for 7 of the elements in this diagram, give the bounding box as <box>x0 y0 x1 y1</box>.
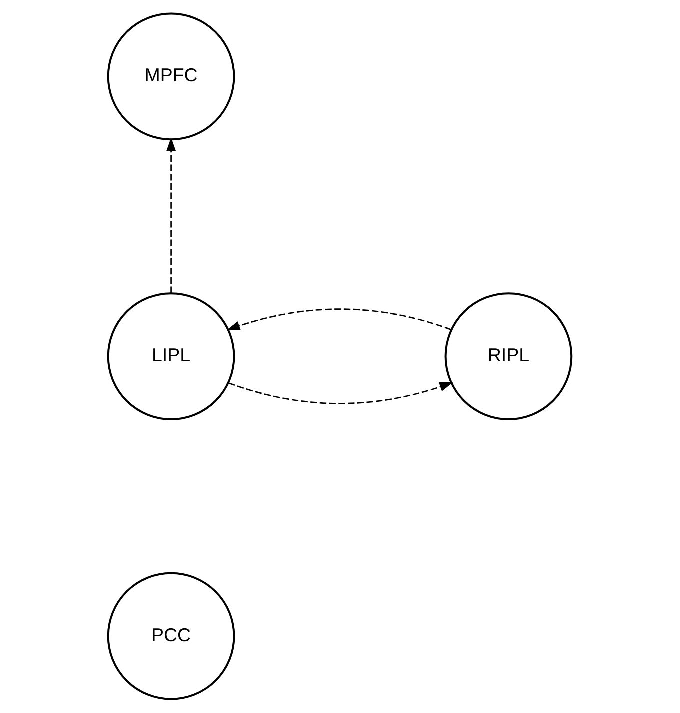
arrow <box>226 308 452 331</box>
node-circle: PCC <box>107 572 236 700</box>
arrow <box>166 138 176 294</box>
arrow <box>228 382 454 404</box>
node-circle: LIPL <box>107 292 236 420</box>
node-circle: RIPL <box>444 292 573 420</box>
node-circle: MPFC <box>107 12 236 141</box>
